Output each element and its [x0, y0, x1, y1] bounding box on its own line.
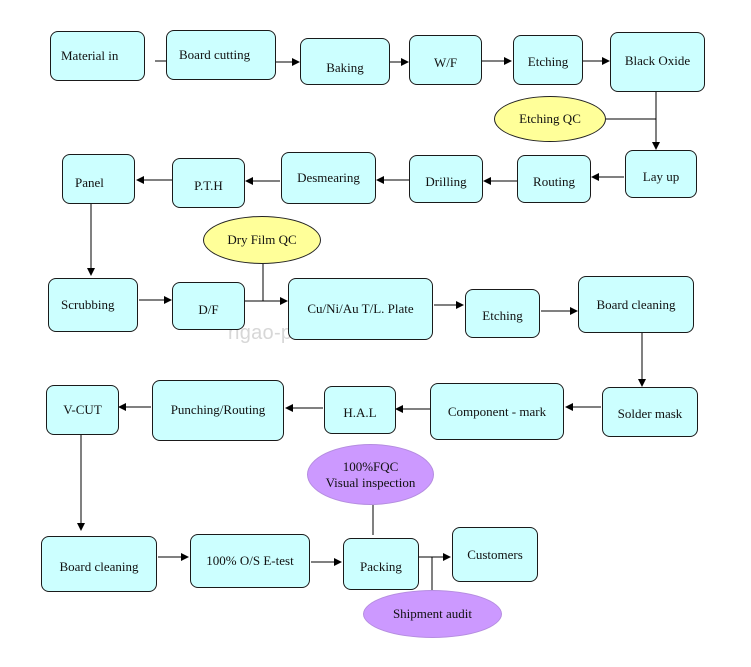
step-etching-1: Etching [513, 35, 583, 85]
step-baking: Baking [300, 38, 390, 85]
step-df-label: D/F [198, 302, 219, 317]
step-df: D/F [172, 282, 245, 330]
step-solder-mask-label: Solder mask [617, 406, 683, 421]
step-drilling-label: Drilling [425, 174, 467, 189]
qc-etching: Etching QC [494, 96, 606, 142]
step-board-cleaning-2: Board cleaning [41, 536, 157, 592]
step-pth: P.T.H [172, 158, 245, 208]
qc-dry-film: Dry Film QC [203, 216, 321, 264]
step-panel: Panel [62, 154, 135, 204]
step-packing: Packing [343, 538, 419, 590]
step-board-cleaning-1: Board cleaning [578, 276, 694, 333]
step-wf-label: W/F [433, 55, 458, 70]
step-lay-up: Lay up [625, 150, 697, 198]
step-routing: Routing [517, 155, 591, 203]
step-board-cleaning-1-label: Board cleaning [596, 297, 676, 312]
step-hal: H.A.L [324, 386, 396, 434]
step-board-cutting-label: Board cutting [179, 47, 251, 62]
step-lay-up-label: Lay up [642, 169, 680, 184]
step-routing-label: Routing [533, 174, 575, 189]
step-etest: 100% O/S E-test [190, 534, 310, 588]
step-pth-label: P.T.H [194, 178, 223, 193]
step-plate-label: Cu/Ni/Au T/L. Plate [307, 301, 414, 316]
step-scrubbing-label: Scrubbing [61, 297, 115, 312]
step-black-oxide-label: Black Oxide [624, 53, 691, 68]
step-hal-label: H.A.L [343, 405, 377, 420]
step-panel-label: Panel [75, 175, 104, 190]
qc-shipment-audit: Shipment audit [363, 590, 502, 638]
step-etching-2: Etching [465, 289, 540, 338]
qc-fqc: 100%FQC Visual inspection [307, 444, 434, 505]
step-etest-label: 100% O/S E-test [206, 553, 294, 568]
step-solder-mask: Solder mask [602, 387, 698, 437]
step-material-in-label: Material in [61, 48, 119, 63]
qc-shipment-audit-label: Shipment audit [392, 606, 473, 621]
step-customers: Customers [452, 527, 538, 582]
step-customers-label: Customers [467, 546, 523, 562]
step-baking-label: Baking [326, 59, 364, 75]
step-material-in: Material in [50, 31, 145, 81]
step-black-oxide: Black Oxide [610, 32, 705, 92]
step-component-mark-label: Component - mark [447, 403, 547, 419]
step-board-cleaning-2-label: Board cleaning [59, 559, 139, 574]
step-scrubbing: Scrubbing [48, 278, 138, 332]
qc-fqc-line2: Visual inspection [325, 474, 416, 490]
step-vcut: V-CUT [46, 385, 119, 435]
step-board-cutting: Board cutting [166, 30, 276, 80]
step-wf: W/F [409, 35, 482, 85]
step-packing-label: Packing [360, 559, 402, 574]
step-desmearing: Desmearing [281, 152, 376, 204]
step-component-mark: Component - mark [430, 383, 564, 440]
step-etching-2-label: Etching [482, 307, 523, 323]
step-desmearing-label: Desmearing [297, 170, 360, 185]
step-vcut-label: V-CUT [63, 402, 102, 417]
qc-etching-label: Etching QC [519, 111, 581, 126]
step-punching-routing-label: Punching/Routing [170, 401, 266, 417]
step-punching-routing: Punching/Routing [152, 380, 284, 441]
step-etching-1-label: Etching [527, 54, 569, 69]
step-plate: Cu/Ni/Au T/L. Plate [288, 278, 433, 340]
step-drilling: Drilling [409, 155, 483, 203]
qc-dry-film-label: Dry Film QC [227, 232, 297, 247]
qc-fqc-line1: 100%FQC [342, 458, 399, 474]
